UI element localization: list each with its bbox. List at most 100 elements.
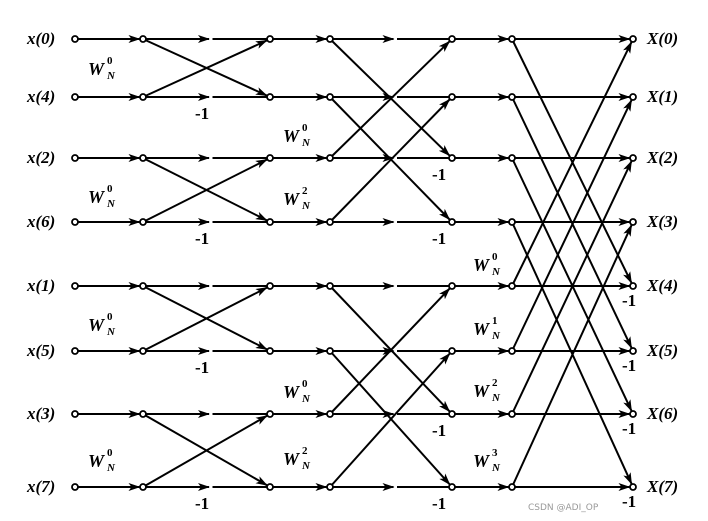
node bbox=[266, 410, 274, 418]
twiddle-exponent: 3 bbox=[492, 447, 498, 459]
butterfly-branch bbox=[511, 221, 633, 485]
node bbox=[508, 218, 516, 226]
node bbox=[448, 93, 456, 101]
node bbox=[508, 483, 516, 491]
twiddle-exponent: 0 bbox=[107, 447, 113, 459]
twiddle-base: W bbox=[473, 255, 490, 275]
twiddle-subscript: N bbox=[107, 326, 115, 338]
node bbox=[326, 410, 334, 418]
minus-one-label: -1 bbox=[432, 421, 447, 440]
node bbox=[629, 347, 637, 355]
twiddle-base: W bbox=[473, 451, 490, 471]
minus-one-label: -1 bbox=[195, 358, 210, 377]
node bbox=[508, 282, 516, 290]
butterfly-branch bbox=[142, 158, 268, 223]
input-label: x(6) bbox=[27, 212, 56, 231]
butterfly-branch bbox=[511, 96, 633, 349]
butterfly-branch bbox=[511, 41, 633, 287]
output-label: X(7) bbox=[647, 477, 679, 496]
node bbox=[629, 483, 637, 491]
twiddle-base: W bbox=[88, 59, 105, 79]
node bbox=[326, 218, 334, 226]
butterfly-branch bbox=[142, 38, 268, 97]
node bbox=[71, 93, 79, 101]
twiddle-subscript: N bbox=[107, 198, 115, 210]
twiddle-exponent: 2 bbox=[492, 377, 498, 389]
twiddle-base: W bbox=[473, 381, 490, 401]
twiddle-exponent: 0 bbox=[302, 122, 308, 134]
node bbox=[266, 282, 274, 290]
node bbox=[139, 93, 147, 101]
butterfly-branch bbox=[329, 287, 451, 415]
butterfly-branch bbox=[329, 350, 451, 486]
node bbox=[629, 35, 637, 43]
output-label: X(5) bbox=[647, 341, 679, 360]
node bbox=[139, 154, 147, 162]
output-label: X(0) bbox=[647, 29, 679, 48]
twiddle-base: W bbox=[283, 449, 300, 469]
twiddle-base: W bbox=[283, 189, 300, 209]
minus-one-label: -1 bbox=[622, 356, 637, 375]
watermark: CSDN @ADI_OP bbox=[528, 503, 599, 513]
twiddle-subscript: N bbox=[302, 393, 310, 405]
node bbox=[266, 35, 274, 43]
node bbox=[508, 410, 516, 418]
minus-one-label: -1 bbox=[622, 419, 637, 438]
minus-one-label: -1 bbox=[432, 165, 447, 184]
twiddle-subscript: N bbox=[492, 462, 500, 474]
node bbox=[71, 282, 79, 290]
minus-one-label: -1 bbox=[195, 104, 210, 123]
node bbox=[71, 410, 79, 418]
twiddle-exponent: 0 bbox=[107, 55, 113, 67]
node bbox=[508, 93, 516, 101]
twiddle-exponent: 2 bbox=[302, 185, 308, 197]
node bbox=[326, 154, 334, 162]
node bbox=[71, 35, 79, 43]
node bbox=[266, 347, 274, 355]
butterfly-branch bbox=[142, 39, 268, 98]
node bbox=[139, 218, 147, 226]
output-label: X(6) bbox=[647, 404, 679, 423]
node bbox=[448, 347, 456, 355]
twiddle-subscript: N bbox=[492, 392, 500, 404]
output-label: X(2) bbox=[647, 148, 679, 167]
node bbox=[629, 93, 637, 101]
butterfly-branch bbox=[142, 286, 268, 352]
input-label: x(5) bbox=[27, 341, 56, 360]
minus-one-label: -1 bbox=[195, 229, 210, 248]
twiddle-exponent: 2 bbox=[302, 445, 308, 457]
node bbox=[326, 347, 334, 355]
twiddle-base: W bbox=[88, 315, 105, 335]
butterfly-branch bbox=[142, 157, 268, 222]
twiddle-subscript: N bbox=[302, 200, 310, 212]
butterfly-branch bbox=[142, 413, 268, 487]
node bbox=[266, 483, 274, 491]
node bbox=[508, 347, 516, 355]
butterfly-branch bbox=[329, 285, 451, 413]
node bbox=[448, 282, 456, 290]
butterfly-branch bbox=[142, 285, 268, 351]
node bbox=[629, 154, 637, 162]
node bbox=[326, 93, 334, 101]
node bbox=[326, 35, 334, 43]
twiddle-base: W bbox=[283, 382, 300, 402]
node bbox=[266, 154, 274, 162]
node bbox=[139, 35, 147, 43]
node bbox=[71, 347, 79, 355]
node bbox=[71, 154, 79, 162]
node bbox=[629, 282, 637, 290]
input-label: x(1) bbox=[27, 276, 56, 295]
butterfly-branch bbox=[511, 157, 633, 412]
node bbox=[508, 154, 516, 162]
butterfly-branch bbox=[329, 98, 451, 223]
node bbox=[139, 347, 147, 355]
